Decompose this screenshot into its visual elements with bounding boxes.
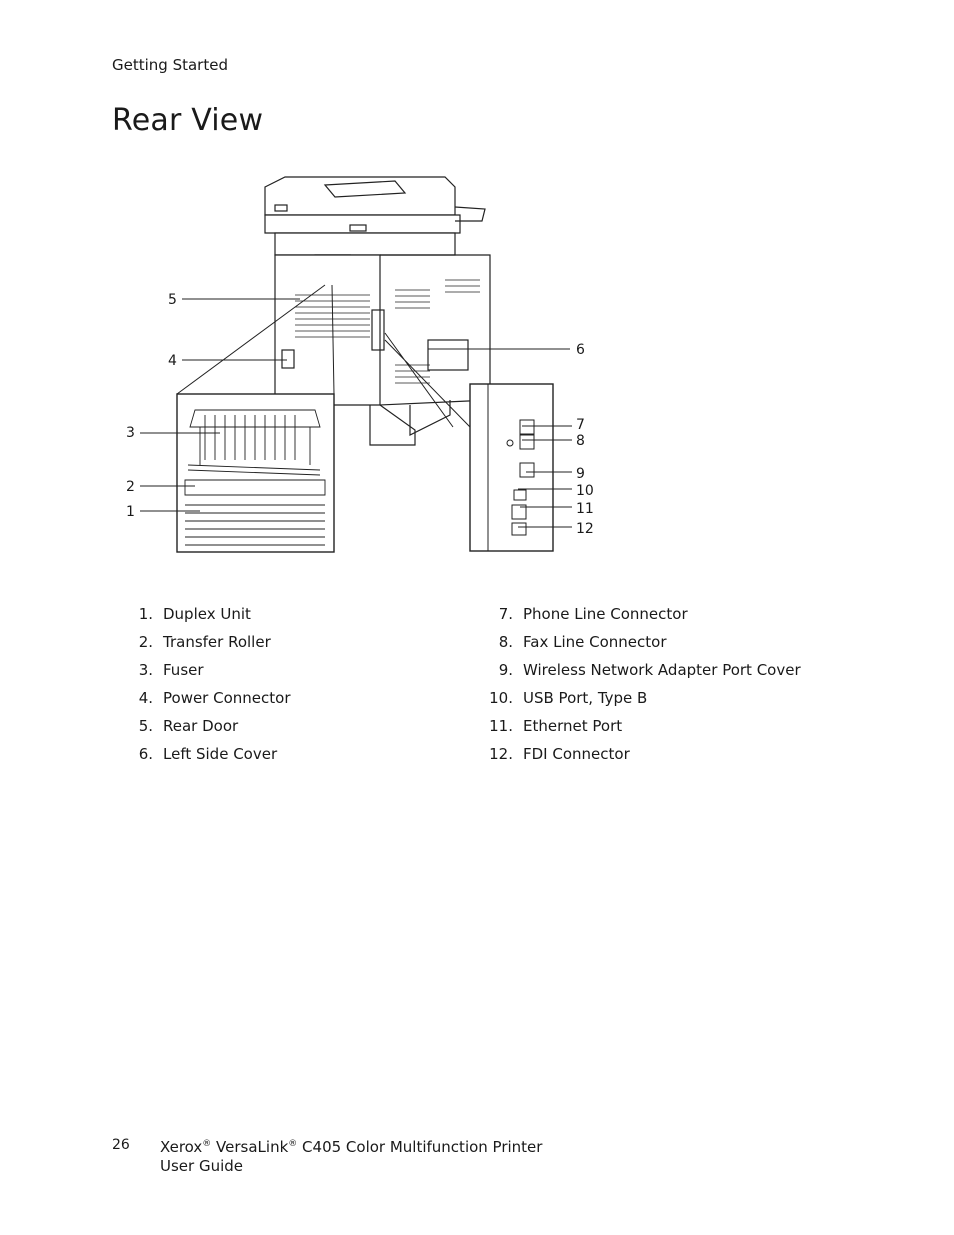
callout-3: 3 bbox=[126, 425, 135, 441]
legend-number: 12. bbox=[489, 745, 513, 763]
legend-item: 2. Transfer Roller bbox=[120, 628, 440, 656]
legend-number: 10. bbox=[489, 689, 513, 707]
legend-label: Wireless Network Adapter Port Cover bbox=[523, 661, 801, 679]
inset-connector-detail bbox=[384, 332, 554, 552]
legend-item: 3. Fuser bbox=[120, 656, 440, 684]
callout-12: 12 bbox=[576, 521, 594, 537]
page-number: 26 bbox=[112, 1137, 130, 1153]
footer-line-1: Xerox® VersaLink® C405 Color Multifuncti… bbox=[160, 1138, 542, 1157]
legend-right-column: 7. Phone Line Connector 8. Fax Line Connec… bbox=[480, 600, 860, 768]
legend-number: 4. bbox=[138, 689, 153, 707]
callout-leaders bbox=[140, 298, 572, 528]
legend-label: Ethernet Port bbox=[523, 717, 623, 735]
rear-view-illustration: 5 4 3 2 1 6 7 8 9 10 11 12 bbox=[110, 165, 630, 560]
legend-item: 10. USB Port, Type B bbox=[480, 684, 860, 712]
legend-label: Power Connector bbox=[163, 689, 291, 707]
legend-number: 7. bbox=[498, 605, 513, 623]
registered-mark: ® bbox=[202, 1139, 212, 1149]
legend-number: 5. bbox=[138, 717, 153, 735]
legend-item: 4. Power Connector bbox=[120, 684, 440, 712]
legend-number: 2. bbox=[138, 633, 153, 651]
callout-5: 5 bbox=[168, 292, 177, 308]
footer-product-title: Xerox® VersaLink® C405 Color Multifuncti… bbox=[160, 1138, 542, 1176]
footer-brand: Xerox bbox=[160, 1138, 203, 1156]
legend-label: USB Port, Type B bbox=[523, 689, 648, 707]
legend-number: 11. bbox=[489, 717, 513, 735]
legend-label: Fuser bbox=[163, 661, 204, 679]
legend-item: 6. Left Side Cover bbox=[120, 740, 440, 768]
callout-8: 8 bbox=[576, 433, 585, 449]
registered-mark: ® bbox=[288, 1139, 298, 1149]
callout-7: 7 bbox=[576, 417, 585, 433]
page-title: Rear View bbox=[112, 103, 264, 138]
legend-number: 6. bbox=[138, 745, 153, 763]
legend-label: Left Side Cover bbox=[163, 745, 278, 763]
callout-2: 2 bbox=[126, 479, 135, 495]
legend-number: 1. bbox=[138, 605, 153, 623]
legend-number: 8. bbox=[498, 633, 513, 651]
legend-number: 3. bbox=[138, 661, 153, 679]
callout-9: 9 bbox=[576, 466, 585, 482]
legend-label: FDI Connector bbox=[523, 745, 630, 763]
legend-item: 7. Phone Line Connector bbox=[480, 600, 860, 628]
callout-1: 1 bbox=[126, 504, 135, 520]
footer-product: VersaLink bbox=[216, 1138, 289, 1156]
legend-item: 8. Fax Line Connector bbox=[480, 628, 860, 656]
legend-left-column: 1.Duplex Unit 2.Transfer Roller 3.Fuser … bbox=[120, 600, 440, 768]
callout-10: 10 bbox=[576, 483, 594, 499]
legend-item: 5. Rear Door bbox=[120, 712, 440, 740]
callout-4: 4 bbox=[168, 353, 177, 369]
callout-11: 11 bbox=[576, 501, 594, 517]
legend-label: Transfer Roller bbox=[163, 633, 271, 651]
legend-label: Rear Door bbox=[163, 717, 239, 735]
legend-item: 1. Duplex Unit bbox=[120, 600, 440, 628]
legend-label: Phone Line Connector bbox=[523, 605, 688, 623]
legend-item: 12. FDI Connector bbox=[480, 740, 860, 768]
legend-label: Fax Line Connector bbox=[523, 633, 667, 651]
footer-model: C405 Color Multifunction Printer bbox=[302, 1138, 543, 1156]
footer-doc-type: User Guide bbox=[160, 1157, 244, 1175]
legend-item: 11. Ethernet Port bbox=[480, 712, 860, 740]
callout-6: 6 bbox=[576, 342, 585, 358]
legend-item: 9. Wireless Network Adapter Port Cover bbox=[480, 656, 860, 684]
running-header: Getting Started bbox=[112, 56, 228, 74]
legend-label: Duplex Unit bbox=[163, 605, 251, 623]
inset-fuser-detail bbox=[176, 284, 335, 553]
legend-number: 9. bbox=[498, 661, 513, 679]
document-feeder bbox=[264, 176, 486, 234]
